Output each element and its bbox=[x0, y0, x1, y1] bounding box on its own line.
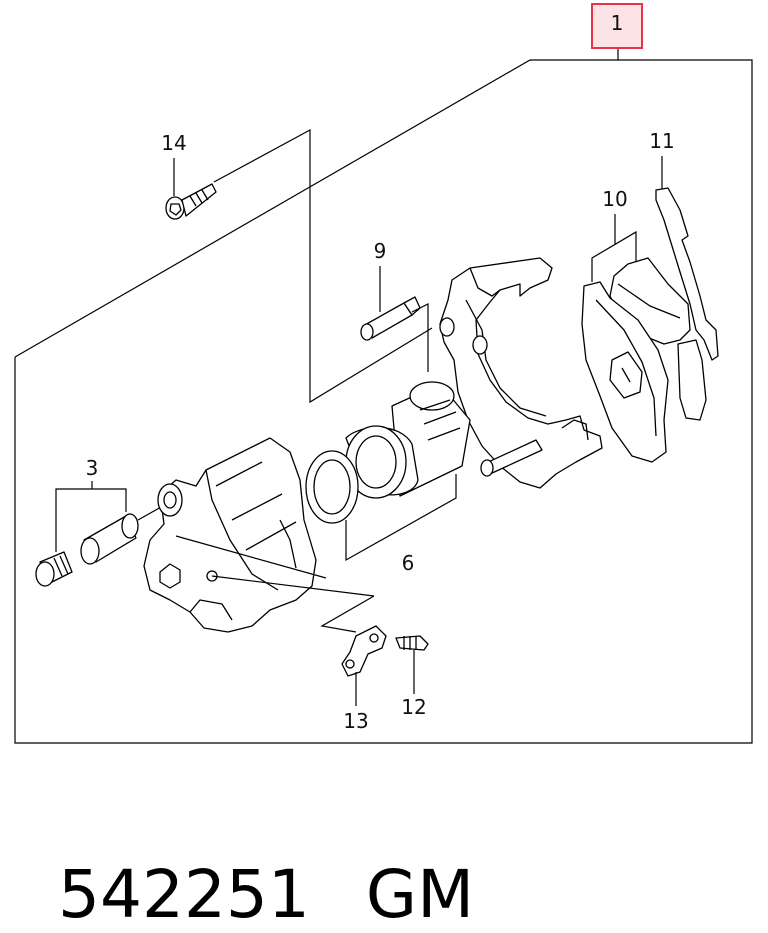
callout-1-label: 1 bbox=[611, 11, 624, 35]
brand-name: GM bbox=[365, 856, 475, 933]
callout-3-bracket bbox=[55, 488, 127, 552]
callout-3-label: 3 bbox=[86, 456, 99, 480]
callout-13-label: 13 bbox=[343, 709, 368, 733]
boot-part-large[interactable] bbox=[80, 513, 139, 565]
guide-pin-part[interactable] bbox=[360, 296, 421, 341]
caliper-bracket-part[interactable] bbox=[439, 257, 603, 489]
callout-14-frame bbox=[213, 128, 433, 404]
callout-12-label: 12 bbox=[401, 695, 426, 719]
caliper-housing-part[interactable] bbox=[143, 437, 317, 633]
hose-bracket-part[interactable] bbox=[341, 625, 387, 677]
part-number: 542251 bbox=[57, 856, 310, 933]
housing-axis-line-2 bbox=[211, 575, 375, 597]
bleeder-valve-part[interactable] bbox=[395, 635, 429, 651]
callout-9-frame bbox=[411, 303, 429, 372]
callout-1-highlight-box bbox=[591, 3, 643, 49]
callout-6-label: 6 bbox=[402, 551, 415, 575]
brake-caliper-exploded-diagram: 1 14 9 6 bbox=[14, 3, 753, 744]
bolt-part[interactable] bbox=[165, 183, 217, 220]
callout-10-bracket bbox=[591, 230, 637, 282]
callout-6-frame bbox=[345, 474, 457, 562]
callout-1[interactable]: 1 bbox=[591, 3, 643, 49]
boot-part-small[interactable] bbox=[35, 551, 73, 587]
seal-ring-part[interactable] bbox=[305, 450, 359, 524]
callout-11-label: 11 bbox=[649, 129, 674, 153]
brake-pad-part-inner[interactable] bbox=[581, 281, 669, 463]
callout-9-label: 9 bbox=[374, 239, 387, 263]
bracket-axis-frame bbox=[320, 595, 375, 633]
callout-10-label: 10 bbox=[602, 187, 627, 211]
assembly-outline bbox=[14, 59, 753, 744]
callout-14-label: 14 bbox=[161, 131, 186, 155]
housing-axis-line-1 bbox=[175, 535, 327, 579]
piston-part[interactable] bbox=[345, 381, 471, 499]
spring-clip-part[interactable] bbox=[655, 187, 719, 361]
